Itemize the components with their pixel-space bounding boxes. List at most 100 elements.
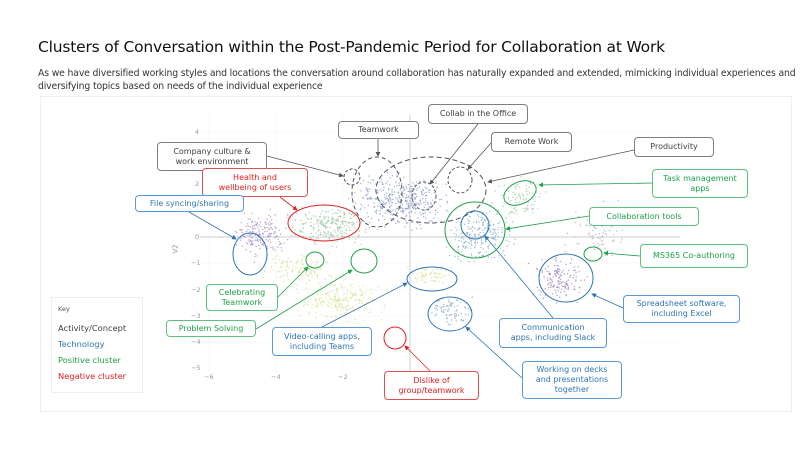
scatter-point (454, 256, 456, 258)
scatter-point (325, 216, 327, 219)
scatter-point (299, 230, 302, 232)
scatter-point (382, 200, 384, 202)
scatter-point (309, 272, 312, 274)
celebrating-ellipse (305, 251, 325, 269)
collab-tools-arrow (505, 215, 590, 231)
scatter-point (453, 232, 456, 235)
scatter-point (513, 208, 515, 210)
scatter-point (431, 269, 433, 272)
scatter-point (558, 276, 560, 279)
scatter-point (277, 238, 279, 240)
scatter-point (287, 273, 289, 275)
scatter-point (324, 293, 326, 295)
scatter-point (357, 285, 360, 288)
scatter-point (410, 211, 413, 213)
scatter-point (455, 236, 457, 238)
scatter-point (346, 299, 348, 301)
scatter-point (328, 302, 330, 304)
scatter-point (423, 179, 425, 181)
scatter-point (441, 311, 443, 313)
scatter-point (328, 274, 330, 277)
scatter-point (337, 209, 339, 211)
scatter-point (512, 191, 514, 193)
scatter-point (446, 200, 448, 203)
scatter-point (497, 210, 499, 212)
scatter-point (331, 325, 334, 327)
scatter-point (460, 233, 462, 235)
scatter-point (405, 220, 407, 222)
scatter-point (583, 279, 586, 281)
scatter-point (345, 232, 348, 235)
scatter-point (467, 218, 469, 221)
scatter-point (390, 218, 392, 220)
scatter-point (494, 228, 497, 231)
scatter-point (384, 218, 386, 220)
scatter-point (363, 220, 365, 222)
scatter-point (339, 211, 342, 213)
scatter-point (266, 247, 269, 250)
page-subtitle: As we have diversified working styles an… (38, 68, 796, 92)
scatter-point (445, 194, 447, 196)
scatter-point (307, 218, 310, 220)
scatter-point (399, 189, 402, 191)
scatter-point (302, 266, 304, 268)
scatter-point (276, 271, 279, 273)
scatter-point (270, 227, 273, 229)
scatter-point (457, 258, 460, 260)
scatter-point (391, 191, 393, 193)
scatter-point (284, 273, 287, 275)
scatter-point (620, 241, 622, 243)
scatter-point (566, 232, 569, 235)
scatter-point (406, 202, 408, 205)
scatter-point (436, 304, 438, 307)
scatter-point (405, 200, 407, 203)
scatter-point (288, 279, 290, 281)
scatter-point (278, 241, 280, 243)
scatter-point (431, 199, 433, 201)
scatter-point (414, 198, 416, 200)
scatter-point (375, 212, 378, 214)
scatter-point (442, 309, 445, 311)
scatter-point (354, 318, 356, 321)
scatter-point (271, 258, 274, 261)
scatter-point (526, 193, 528, 195)
scatter-point (550, 284, 552, 286)
scatter-point (365, 188, 368, 191)
scatter-point (393, 191, 396, 193)
scatter-point (569, 262, 572, 265)
scatter-point (563, 285, 565, 287)
scatter-point (470, 254, 473, 257)
scatter-point (300, 261, 302, 264)
scatter-point (319, 268, 321, 270)
scatter-point (430, 203, 432, 205)
scatter-point (344, 220, 347, 223)
scatter-point (379, 207, 382, 209)
scatter-point (549, 273, 551, 276)
scatter-point (332, 213, 334, 215)
scatter-point (350, 291, 352, 293)
scatter-point (428, 221, 431, 223)
scatter-point (576, 243, 578, 245)
y-tick: −5 (191, 364, 201, 372)
scatter-point (305, 221, 308, 224)
scatter-point (239, 239, 242, 241)
scatter-point (539, 192, 542, 195)
scatter-point (373, 202, 375, 204)
scatter-point (374, 211, 376, 213)
scatter-point (260, 241, 262, 244)
scatter-point (522, 194, 525, 197)
scatter-point (493, 230, 495, 232)
scatter-point (410, 190, 412, 192)
scatter-point (276, 235, 279, 238)
scatter-point (480, 216, 482, 219)
scatter-point (496, 213, 498, 215)
scatter-point (365, 228, 367, 230)
scatter-point (331, 245, 333, 247)
label-productivity: Productivity (634, 137, 714, 157)
scatter-point (306, 288, 308, 290)
scatter-point (512, 221, 514, 223)
scatter-point (421, 193, 423, 195)
scatter-point (548, 286, 550, 289)
scatter-point (420, 278, 423, 280)
scatter-point (379, 201, 381, 204)
